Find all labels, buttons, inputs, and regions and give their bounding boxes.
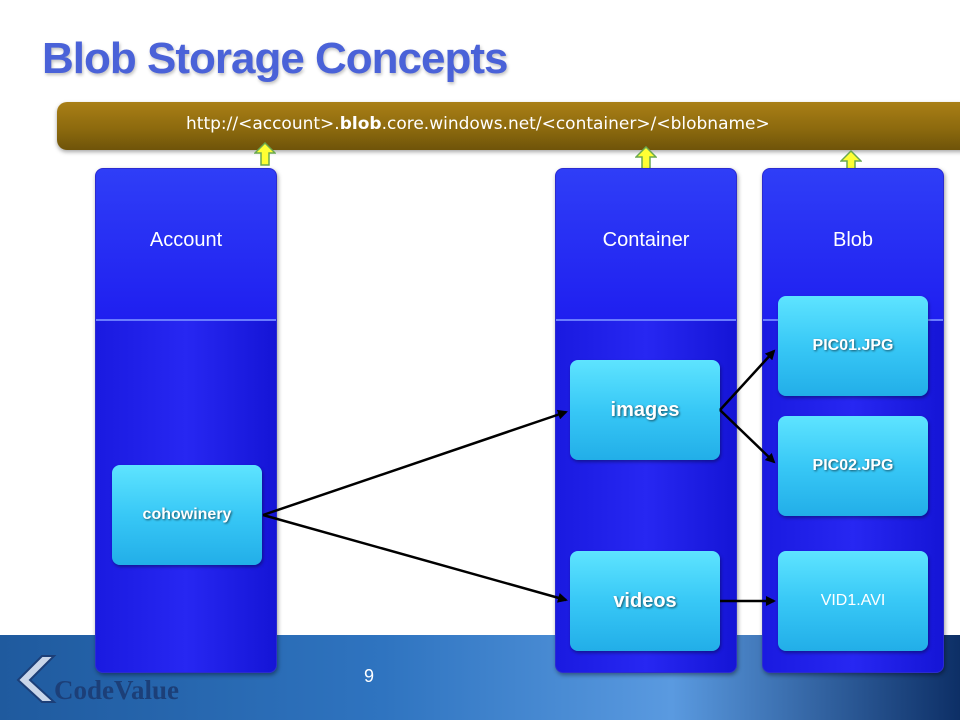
arrow-images-to-pic01 xyxy=(719,349,776,411)
blob-node-pic01: PIC01.JPG xyxy=(778,296,928,396)
account-column-header: Account xyxy=(96,169,276,321)
arrow-images-to-pic02 xyxy=(719,409,776,464)
blob-node-pic02: PIC02.JPG xyxy=(778,416,928,516)
blob-column-title: Blob xyxy=(832,229,874,251)
page-title: Blob Storage Concepts xyxy=(42,34,508,83)
blob-column-header: Blob xyxy=(763,169,943,321)
page-number: 9 xyxy=(364,666,375,686)
account-node-cohowinery: cohowinery xyxy=(112,465,262,565)
url-suffix: .core.windows.net/<container>/<blobname> xyxy=(381,114,770,134)
logo-chevron-icon xyxy=(16,655,57,703)
url-pattern: http://<account>.blob.core.windows.net/<… xyxy=(186,114,770,134)
container-node-videos: videos xyxy=(570,551,720,651)
url-blob-keyword: blob xyxy=(339,114,382,134)
arrow-account-to-images xyxy=(262,409,568,517)
container-column-title: Container xyxy=(602,229,690,251)
container-node-images: images xyxy=(570,360,720,460)
account-column-title: Account xyxy=(149,229,223,251)
url-bar xyxy=(57,102,960,150)
container-column-header: Container xyxy=(556,169,736,321)
up-arrow-icon xyxy=(254,142,276,166)
blob-node-vid1: VID1.AVI xyxy=(778,551,928,651)
url-prefix: http://<account>. xyxy=(186,114,340,134)
company-logo: CodeValue xyxy=(54,675,180,705)
account-column: Account xyxy=(95,168,277,673)
arrow-account-to-videos xyxy=(262,513,568,603)
